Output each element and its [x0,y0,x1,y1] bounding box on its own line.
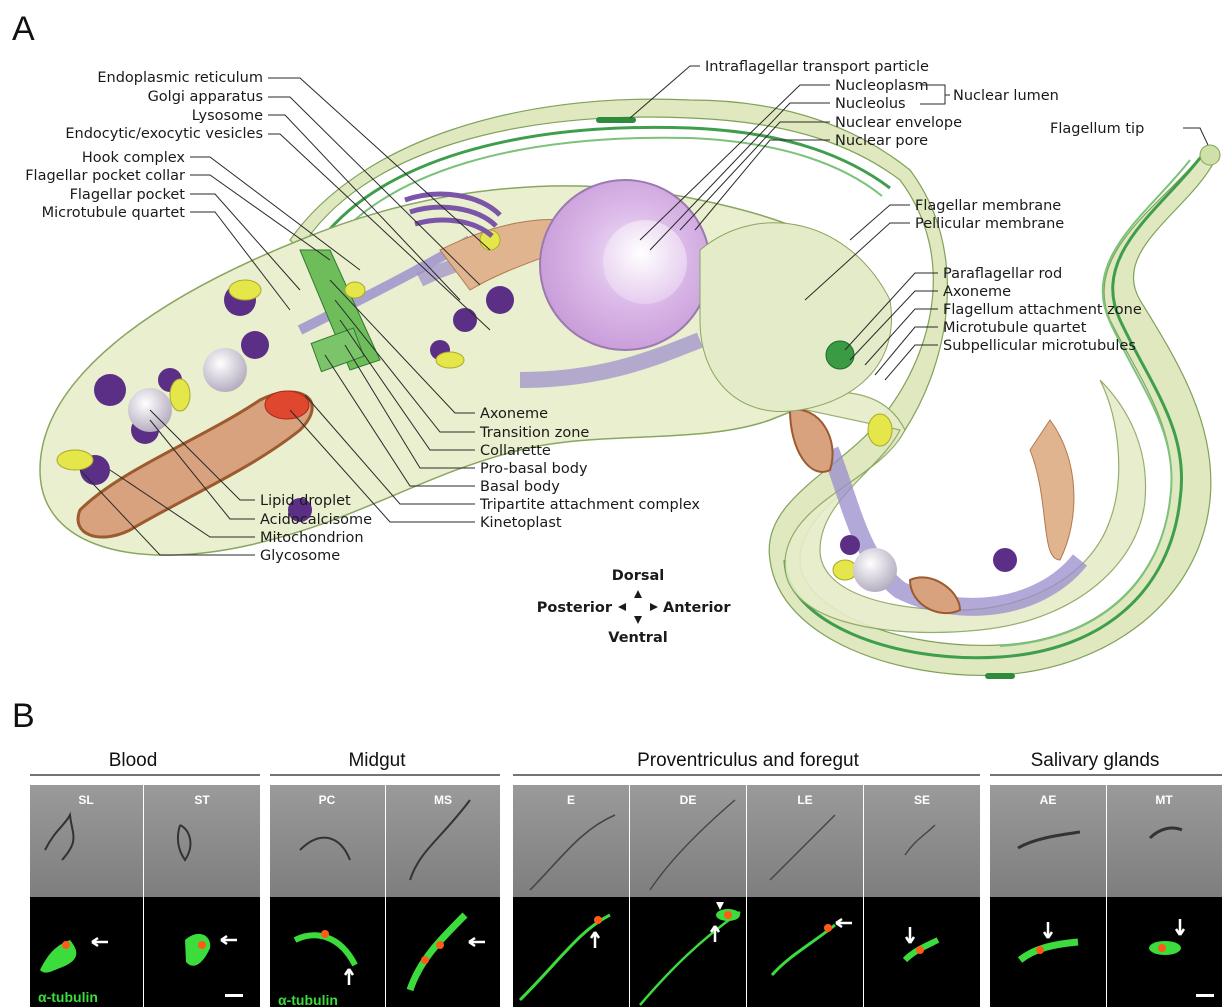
panel-b: B Blood Midgut Proventriculus and foregu… [12,697,1222,1007]
scale-bar-salivary [1196,994,1214,997]
label-pro-basal-body: Pro-basal body [480,461,588,477]
label-flagellar-membrane: Flagellar membrane [915,198,1061,214]
label-flagellar-pocket-collar: Flagellar pocket collar [25,168,185,184]
label-hook-complex: Hook complex [82,150,186,166]
label-paraflagellar-rod: Paraflagellar rod [943,266,1062,282]
tile-code-SL: SL [78,793,93,807]
tile-AE: AE [990,785,1106,1007]
label-collarette: Collarette [480,443,551,459]
panel-a: A [12,10,1220,679]
tile-code-E: E [567,793,575,807]
label-glycosome: Glycosome [260,548,340,564]
group-title-midgut: Midgut [348,750,406,771]
label-mitochondrion: Mitochondrion [260,530,364,546]
tile-code-SE: SE [914,793,930,807]
label-axoneme-2: Axoneme [943,284,1011,300]
tile-E: E [513,785,629,1007]
label-microtubule-quartet: Microtubule quartet [42,205,186,221]
label-ift-particle: Intraflagellar transport particle [705,59,929,75]
tile-code-MS: MS [434,793,452,807]
mitochondrion-shape-3 [1030,420,1074,560]
group-title-blood: Blood [109,750,158,771]
label-nuclear-envelope: Nuclear envelope [835,115,962,131]
tile-PC: PC α-tubulin [270,785,385,1007]
scale-bar-blood [225,994,243,997]
label-basal-body: Basal body [480,479,560,495]
stain-label-blood: α-tubulin [38,989,98,1005]
leader-flagellum-tip [1183,128,1208,145]
tile-code-PC: PC [319,793,336,807]
tile-MT: MT [1107,785,1222,1007]
tile-DE: DE [630,785,746,1007]
label-kinetoplast: Kinetoplast [480,515,562,531]
stain-label-midgut: α-tubulin [278,992,338,1007]
labels-left: Endoplasmic reticulum Golgi apparatus Ly… [25,70,263,221]
flagellar-membrane-shape [700,223,892,412]
compass-dorsal: Dorsal [612,568,665,584]
compass-posterior: Posterior [537,600,613,616]
label-pellicular-membrane: Pellicular membrane [915,216,1064,232]
label-golgi-apparatus: Golgi apparatus [148,89,263,105]
tile-code-AE: AE [1040,793,1057,807]
tile-MS: MS [386,785,500,1007]
acidocalcisome-shape-2 [203,348,247,392]
label-lipid-droplet: Lipid droplet [260,493,351,509]
label-flagellum-attachment-zone: Flagellum attachment zone [943,302,1142,318]
group-title-salivary: Salivary glands [1031,750,1160,771]
label-endoplasmic-reticulum: Endoplasmic reticulum [97,70,263,86]
label-flagellum-tip: Flagellum tip [1050,121,1144,137]
label-flagellar-pocket: Flagellar pocket [70,187,186,203]
tile-ST: ST [144,785,260,1007]
label-microtubule-quartet-2: Microtubule quartet [943,320,1087,336]
tile-code-LE: LE [797,793,812,807]
compass-ventral: Ventral [608,630,667,646]
orientation-compass: Dorsal Posterior Anterior Ventral [537,568,732,646]
label-acidocalcisome: Acidocalcisome [260,512,372,528]
label-axoneme: Axoneme [480,406,548,422]
label-lysosome: Lysosome [192,108,263,124]
nucleolus-shape [603,220,687,304]
label-nucleoplasm: Nucleoplasm [835,78,929,94]
trypanosome-diagram [40,99,1220,679]
acidocalcisome-shape-3 [853,548,897,592]
tile-LE: LE [747,785,863,1007]
compass-anterior: Anterior [663,600,731,616]
label-transition-zone: Transition zone [479,425,589,441]
label-subpellicular-microtubules: Subpellicular microtubules [943,338,1136,354]
panel-a-letter: A [12,10,35,48]
label-tripartite-attachment-complex: Tripartite attachment complex [479,497,700,513]
compass-arrows-icon [618,590,658,624]
group-title-proventriculus: Proventriculus and foregut [637,750,860,771]
label-nuclear-lumen: Nuclear lumen [953,88,1059,104]
ift-particle-2 [985,673,1015,679]
flagellum-tip-shape [1200,145,1220,165]
kinetoplast-shape [265,391,309,419]
label-nucleolus: Nucleolus [835,96,906,112]
mitochondrion-shape-5 [790,410,833,472]
tile-SE: SE [864,785,980,1007]
tile-code-MT: MT [1155,793,1173,807]
tile-code-ST: ST [194,793,210,807]
panel-b-letter: B [12,697,35,735]
labels-right-upper: Flagellar membrane Pellicular membrane [915,198,1064,232]
tile-code-DE: DE [680,793,697,807]
label-nuclear-pore: Nuclear pore [835,133,928,149]
label-endocytic-vesicles: Endocytic/exocytic vesicles [65,126,263,142]
tile-SL: SL α-tubulin [30,785,143,1007]
